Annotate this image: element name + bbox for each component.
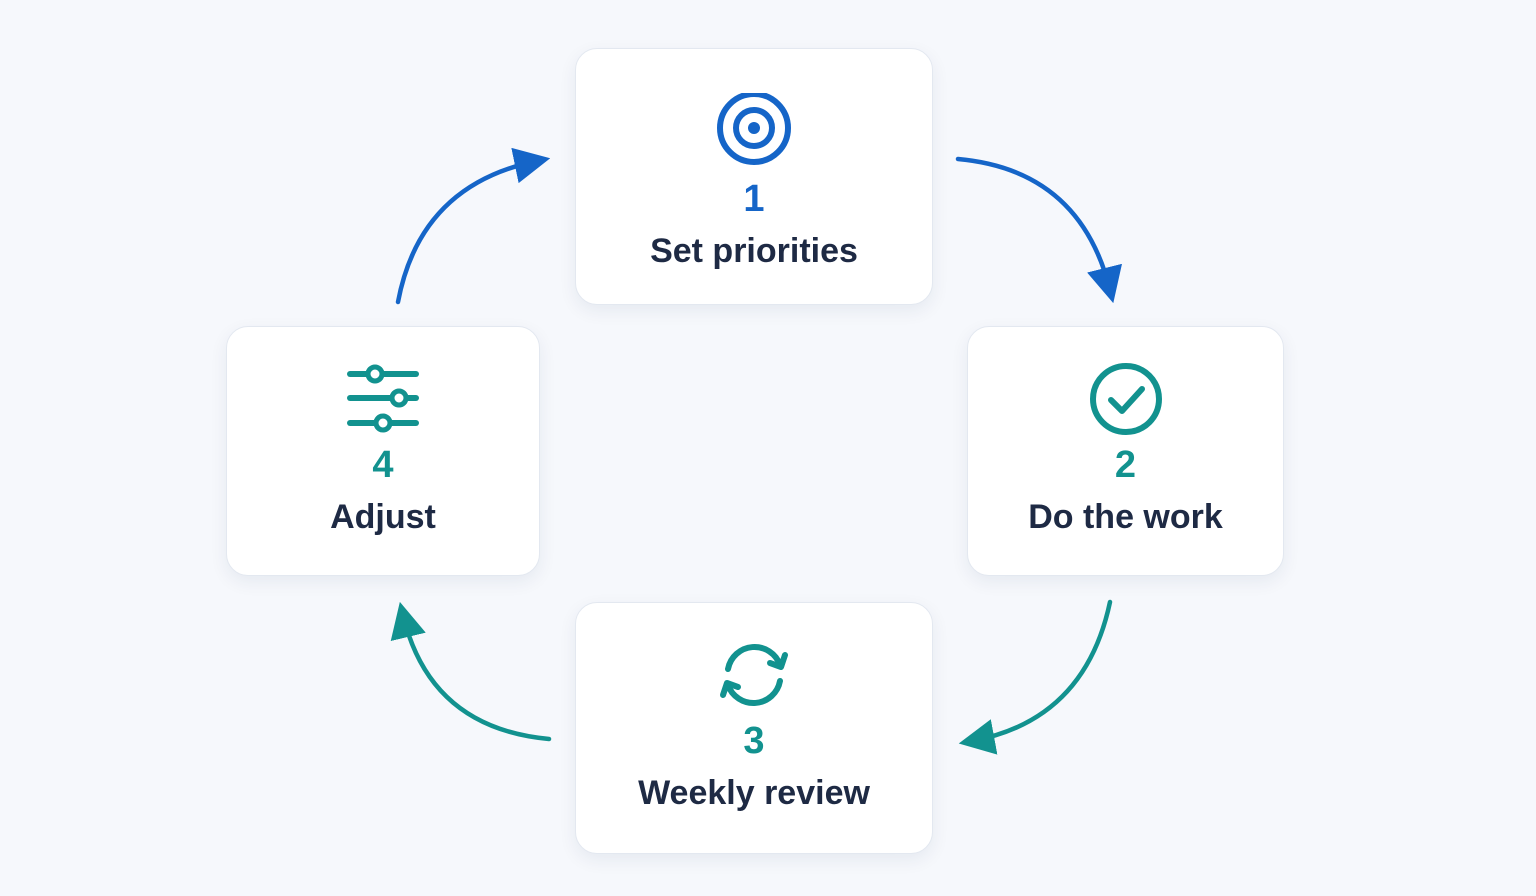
step-number: 2 <box>1114 444 1137 486</box>
check-circle-icon <box>1089 363 1162 435</box>
step-card-adjust: 4 Adjust <box>226 326 540 576</box>
arrow-4-to-1 <box>395 147 551 305</box>
arrow-2-to-3 <box>958 599 1113 755</box>
step-card-do-the-work: 2 Do the work <box>967 326 1284 576</box>
step-label: Weekly review <box>638 774 870 812</box>
target-icon <box>717 93 791 165</box>
refresh-icon <box>720 643 788 707</box>
step-label: Adjust <box>330 498 436 536</box>
step-card-weekly-review: 3 Weekly review <box>575 602 933 854</box>
step-card-set-priorities: 1 Set priorities <box>575 48 933 305</box>
arrow-3-to-4 <box>390 601 552 742</box>
step-label: Do the work <box>1028 498 1223 536</box>
arrow-1-to-2 <box>955 156 1122 304</box>
step-label: Set priorities <box>650 232 858 270</box>
step-number: 3 <box>743 720 765 762</box>
step-number: 4 <box>372 444 394 486</box>
step-number: 1 <box>743 178 765 220</box>
sliders-icon <box>347 364 419 433</box>
